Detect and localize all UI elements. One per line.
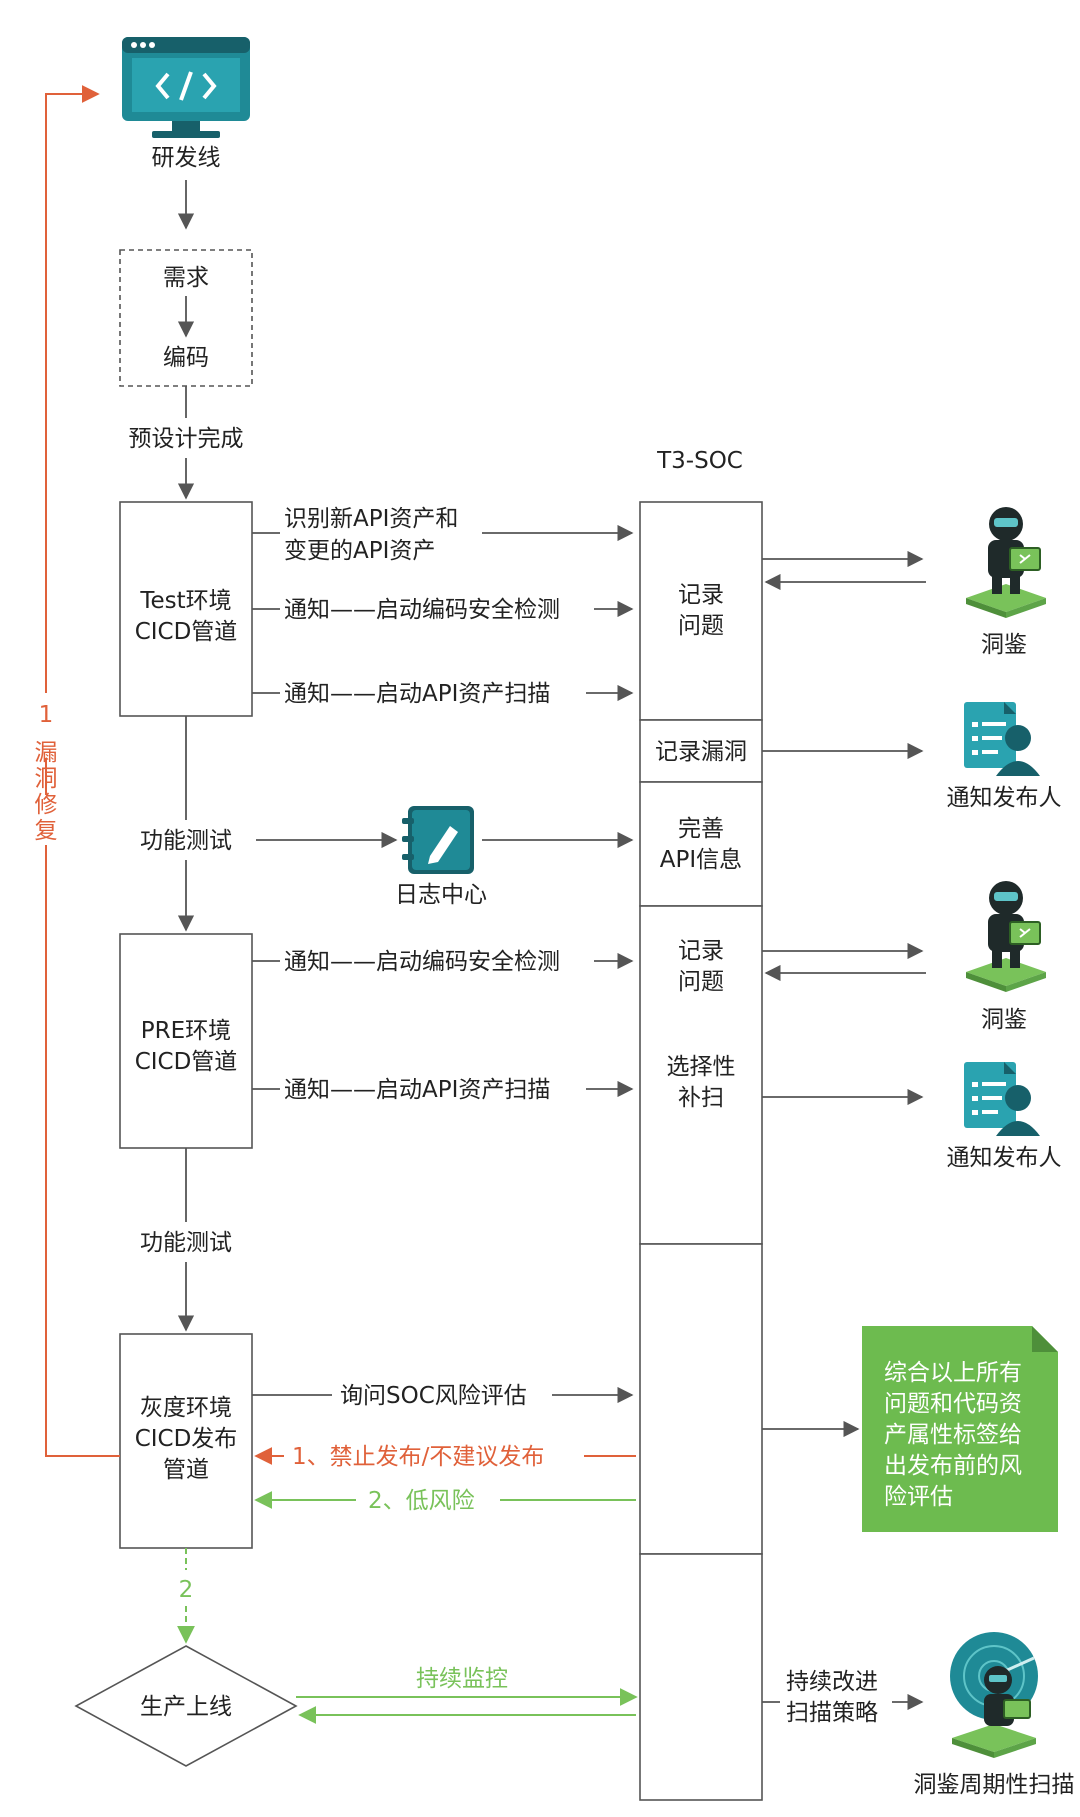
- requirement-label: 需求: [163, 265, 209, 291]
- req-coding-box: [119, 249, 253, 387]
- notify-api-scan-2: 通知——启动API资产扫描: [284, 1077, 550, 1103]
- soc-improve-api-line1: 完善: [678, 816, 724, 842]
- continuous-monitor-label: 持续监控: [416, 1666, 508, 1692]
- note-line-5: 险评估: [884, 1484, 953, 1510]
- soc-improve-api-cell: [639, 781, 763, 907]
- test-env-line2: CICD管道: [135, 619, 238, 645]
- radar-robot-icon: [950, 1632, 1038, 1758]
- note-line-1: 综合以上所有: [884, 1360, 1022, 1386]
- soc-gray-cell: [639, 1243, 763, 1555]
- production-label: 生产上线: [140, 1694, 232, 1720]
- test-env-line1: Test环境: [139, 588, 231, 614]
- soc-improve-api-line2: API信息: [660, 847, 742, 873]
- log-center-label: 日志中心: [395, 882, 487, 908]
- gray-env-line2: CICD发布: [135, 1426, 238, 1452]
- person-checklist-icon: [964, 1062, 1040, 1136]
- soc-record-issue-1-cell: [639, 501, 763, 721]
- note-line-3: 产属性标签给: [884, 1422, 1022, 1448]
- func-test-1-label: 功能测试: [140, 828, 232, 854]
- soc-selective-scan-line2: 补扫: [678, 1085, 724, 1111]
- person-checklist-icon: [964, 702, 1040, 776]
- gray-env-line1: 灰度环境: [140, 1395, 232, 1421]
- func-test-2-label: 功能测试: [140, 1230, 232, 1256]
- dongjian-2-label: 洞鉴: [981, 1007, 1027, 1033]
- fix-loop-char-3: 修: [35, 792, 58, 818]
- production-diamond: [74, 1645, 298, 1767]
- soc-pre-cell: [639, 905, 763, 1245]
- soc-title: T3-SOC: [656, 448, 743, 474]
- pre-env-line1: PRE环境: [141, 1018, 231, 1044]
- robot-laptop-icon: [966, 881, 1046, 992]
- fix-loop-char-1: 漏: [35, 740, 58, 766]
- dev-line-label: 研发线: [152, 145, 221, 171]
- test-env-box: [119, 501, 253, 717]
- soc-record-issue-2-line1: 记录: [678, 938, 724, 964]
- soc-production-cell: [639, 1553, 763, 1801]
- improve-strategy-line2: 扫描策略: [786, 1700, 878, 1726]
- improve-strategy-line1: 持续改进: [786, 1669, 878, 1695]
- note-line-4: 出发布前的风: [884, 1453, 1022, 1479]
- notify-publisher-2-label: 通知发布人: [947, 1145, 1062, 1171]
- risk-assessment-note: [862, 1326, 1058, 1532]
- notify-code-check-2: 通知——启动编码安全检测: [284, 949, 560, 975]
- gray-env-box: [119, 1333, 253, 1549]
- coding-label: 编码: [163, 345, 209, 371]
- dongjian-scan-label: 洞鉴周期性扫描: [914, 1772, 1075, 1798]
- robot-laptop-icon: [966, 507, 1046, 618]
- notify-api-scan-1: 通知——启动API资产扫描: [284, 681, 550, 707]
- identify-api-line2: 变更的API资产: [284, 538, 435, 564]
- soc-record-issue-1-line1: 记录: [678, 582, 724, 608]
- note-line-2: 问题和代码资: [884, 1391, 1022, 1417]
- soc-record-issue-2-line2: 问题: [678, 969, 724, 995]
- notify-publisher-1-label: 通知发布人: [947, 785, 1062, 811]
- soc-record-issue-1-line2: 问题: [678, 613, 724, 639]
- fix-loop-number: 1: [39, 702, 54, 728]
- path-2-label: 2: [179, 1577, 194, 1603]
- low-risk-label: 2、低风险: [368, 1488, 475, 1514]
- ask-soc-label: 询问SOC风险评估: [340, 1383, 527, 1409]
- identify-api-line1: 识别新API资产和: [284, 506, 458, 532]
- code-monitor-icon: [122, 37, 250, 138]
- forbid-release-label: 1、禁止发布/不建议发布: [292, 1444, 544, 1470]
- notebook-icon: [402, 806, 474, 874]
- soc-record-vuln-label: 记录漏洞: [655, 739, 747, 765]
- pre-env-line2: CICD管道: [135, 1049, 238, 1075]
- fix-loop-char-2: 洞: [35, 766, 58, 792]
- dongjian-1-label: 洞鉴: [981, 632, 1027, 658]
- fix-loop-char-4: 复: [35, 818, 58, 844]
- gray-env-line3: 管道: [163, 1457, 209, 1483]
- pre-design-label: 预设计完成: [129, 426, 244, 452]
- notify-code-check-1: 通知——启动编码安全检测: [284, 597, 560, 623]
- pre-env-box: [119, 933, 253, 1149]
- soc-selective-scan-line1: 选择性: [667, 1054, 736, 1080]
